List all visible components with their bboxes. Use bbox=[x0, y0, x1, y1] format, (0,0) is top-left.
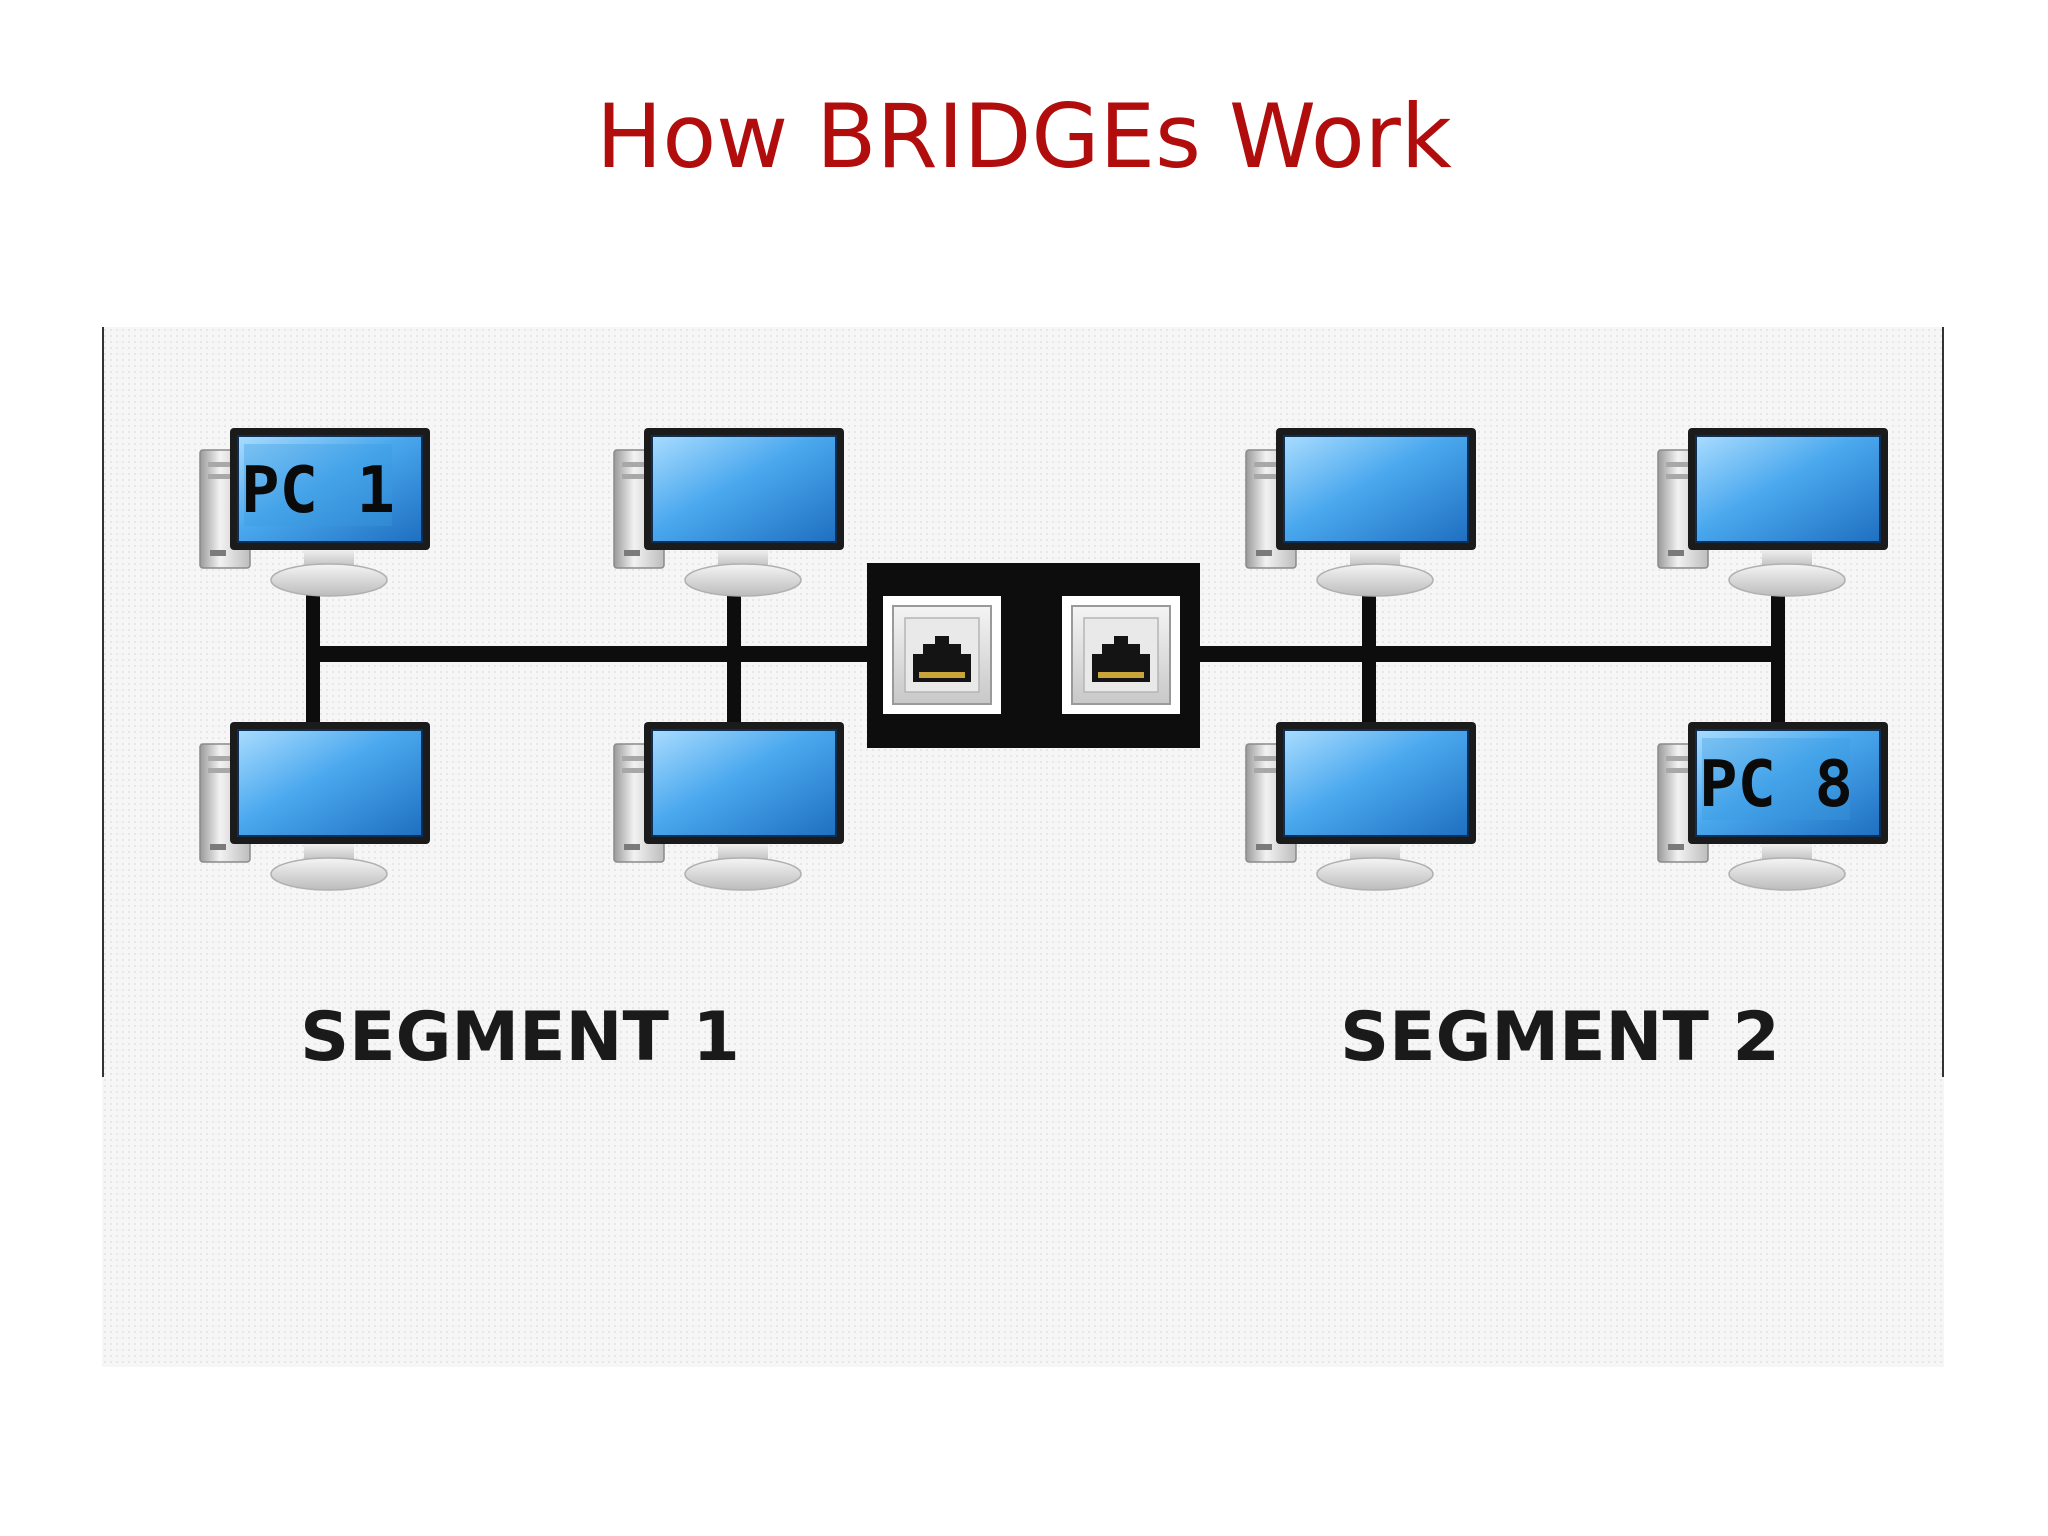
slide-title: How BRIDGEs Work bbox=[596, 85, 1452, 188]
segment-label: SEGMENT 1 bbox=[300, 998, 740, 1077]
segment-2-cable bbox=[1195, 592, 1785, 722]
segment-label: SEGMENT 2 bbox=[1340, 998, 1780, 1077]
panel-left-border bbox=[102, 327, 104, 1077]
pc-label: PC 1 bbox=[241, 454, 395, 528]
computer-icon bbox=[1245, 721, 1477, 891]
computer-icon bbox=[1245, 427, 1477, 597]
computer-icon bbox=[613, 427, 845, 597]
bridge-port-icon bbox=[882, 595, 1002, 715]
bridge-device bbox=[867, 563, 1200, 748]
panel-right-border bbox=[1942, 327, 1944, 1077]
computer-icon bbox=[199, 721, 431, 891]
computer-icon bbox=[613, 721, 845, 891]
bridge-port-icon bbox=[1061, 595, 1181, 715]
pc-label: PC 8 bbox=[1699, 748, 1853, 822]
computer-icon: PC 1 bbox=[199, 427, 431, 597]
segment-1-cable bbox=[306, 592, 872, 722]
computer-icon bbox=[1657, 427, 1889, 597]
computer-icon: PC 8 bbox=[1657, 721, 1889, 891]
